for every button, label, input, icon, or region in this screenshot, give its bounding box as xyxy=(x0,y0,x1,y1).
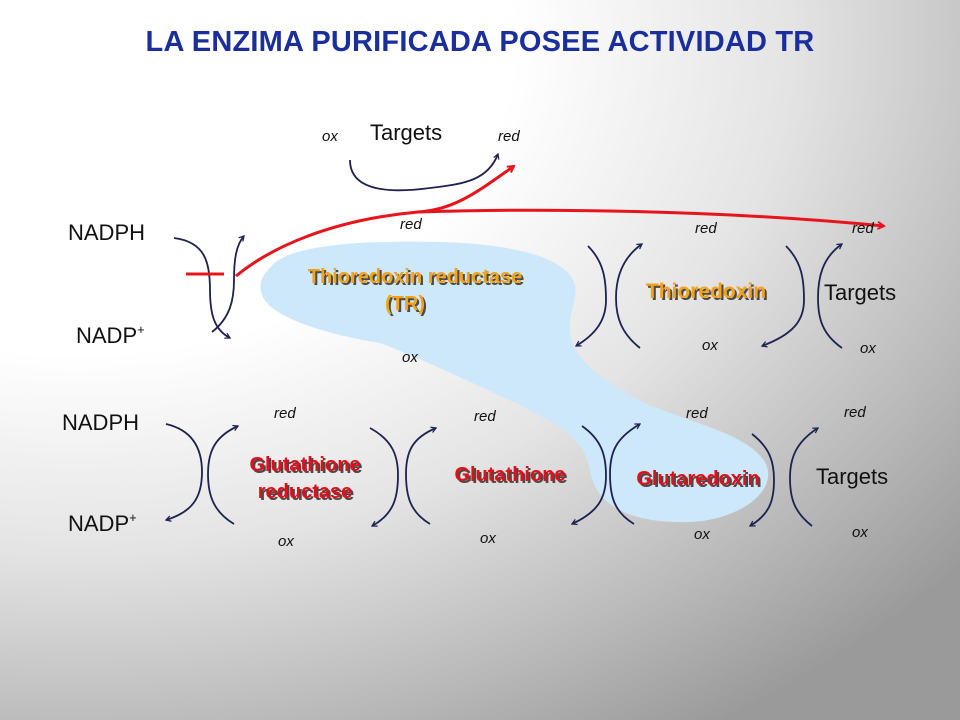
trx-red-arrow xyxy=(574,245,607,347)
top-ox-label: ox xyxy=(322,128,338,145)
highlight-blob xyxy=(260,241,769,523)
targets-red-label-lower: red xyxy=(844,404,866,421)
gsh-red-label: red xyxy=(474,408,496,425)
gsh-ox-label: ox xyxy=(480,530,496,547)
glutaredoxin-label: Glutaredoxin xyxy=(636,468,760,490)
glutathione-reductase-label: Glutathione reductase xyxy=(249,454,361,503)
glutathione-label: Glutathione xyxy=(454,464,566,486)
gr-red-arrow xyxy=(369,427,399,527)
grx-ox-label: ox xyxy=(694,526,710,543)
targets-ox-label-lower: ox xyxy=(852,524,868,541)
targets-red-arrow-upper xyxy=(760,245,805,348)
nadph-arrow-upper xyxy=(173,237,232,339)
grx-ox-arrow xyxy=(609,423,642,525)
grx-red-label: red xyxy=(686,405,708,422)
gsh-ox-arrow xyxy=(405,426,438,525)
tr-ox-arrow xyxy=(211,235,245,333)
nadph-label-lower: NADPH xyxy=(62,410,140,435)
top-targets-label: Targets xyxy=(370,120,443,145)
red-branch-arrow xyxy=(417,164,514,214)
thioredoxin-reductase-label: Thioredoxin reductase (TR) xyxy=(307,266,523,315)
tr-red-label: red xyxy=(400,216,422,233)
red-flow-arrow xyxy=(235,208,884,278)
targets-red-label-upper: red xyxy=(852,220,874,237)
tr-ox-label: ox xyxy=(402,349,418,366)
trx-ox-arrow xyxy=(615,243,644,349)
nadph-arrow-lower xyxy=(164,423,203,522)
targets-ox-arrow-lower xyxy=(789,427,820,527)
nadp-label-lower: NADP+ xyxy=(68,510,137,536)
nadp-label-upper: NADP+ xyxy=(76,322,145,348)
gr-red-label: red xyxy=(274,405,296,422)
targets-ox-label-upper: ox xyxy=(860,340,876,357)
targets-label-upper: Targets xyxy=(824,280,897,305)
slide-title: LA ENZIMA PURIFICADA POSEE ACTIVIDAD TR xyxy=(145,26,815,58)
gr-ox-label: ox xyxy=(278,533,294,550)
trx-ox-label: ox xyxy=(702,337,718,354)
nadph-label-upper: NADPH xyxy=(68,220,146,245)
thioredoxin-label: Thioredoxin xyxy=(645,280,767,303)
gr-ox-arrow xyxy=(207,424,240,525)
targets-label-lower: Targets xyxy=(816,464,889,489)
grx-red-arrow xyxy=(748,433,775,527)
top-targets-arrow xyxy=(349,152,500,192)
trx-red-label: red xyxy=(695,220,717,237)
gsh-red-arrow xyxy=(570,425,607,526)
targets-ox-arrow-upper xyxy=(817,243,844,349)
top-red-label: red xyxy=(498,128,520,145)
